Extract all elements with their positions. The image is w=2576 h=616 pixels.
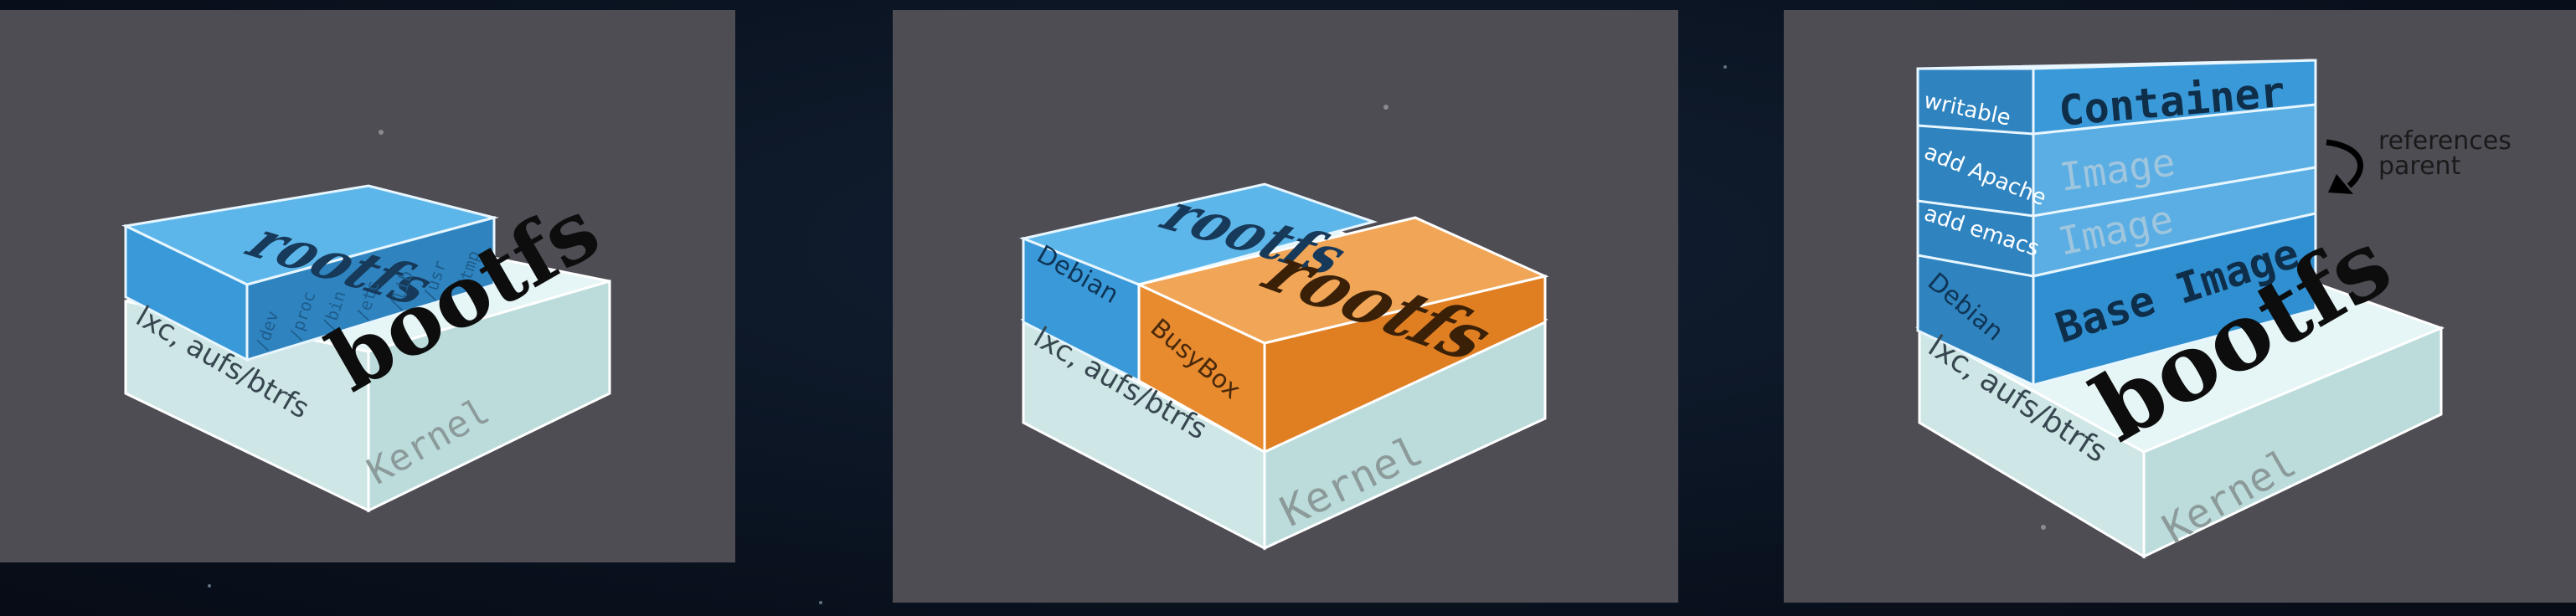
busybox-right-face [1263, 275, 1547, 454]
side-divider [1917, 199, 2034, 218]
references-parent-annotation: references parent [2326, 126, 2512, 194]
debian-rootfs-block [1018, 182, 1378, 383]
layer-base-face [2032, 212, 2317, 387]
panel-3: writable add Apache add emacs Debian Con… [1784, 10, 2576, 603]
panel-2: rootfs rootfs Debian BusyBox lxc, aufs/b… [893, 10, 1678, 603]
busybox-rootfs-block [1135, 216, 1549, 454]
side-divider [1917, 124, 2034, 136]
references-label: references [2378, 126, 2512, 156]
layer-stack [1916, 59, 2317, 388]
bootfs-right-face [2142, 326, 2443, 559]
panel-1-dust [379, 130, 384, 135]
curved-arrow-icon [2326, 139, 2363, 188]
rootfs-right-face [245, 216, 496, 362]
bootfs-right-face [367, 280, 611, 513]
panel-3-dust [2041, 525, 2046, 530]
arrow-head-icon [2328, 174, 2353, 194]
rootfs-block [121, 184, 499, 362]
panel-1: rootfs /dev /proc /bin /etc /lib /usr /t… [0, 10, 735, 562]
panel-2-dust [1383, 105, 1388, 110]
side-divider [1917, 254, 2034, 278]
parent-label: parent [2378, 151, 2461, 181]
